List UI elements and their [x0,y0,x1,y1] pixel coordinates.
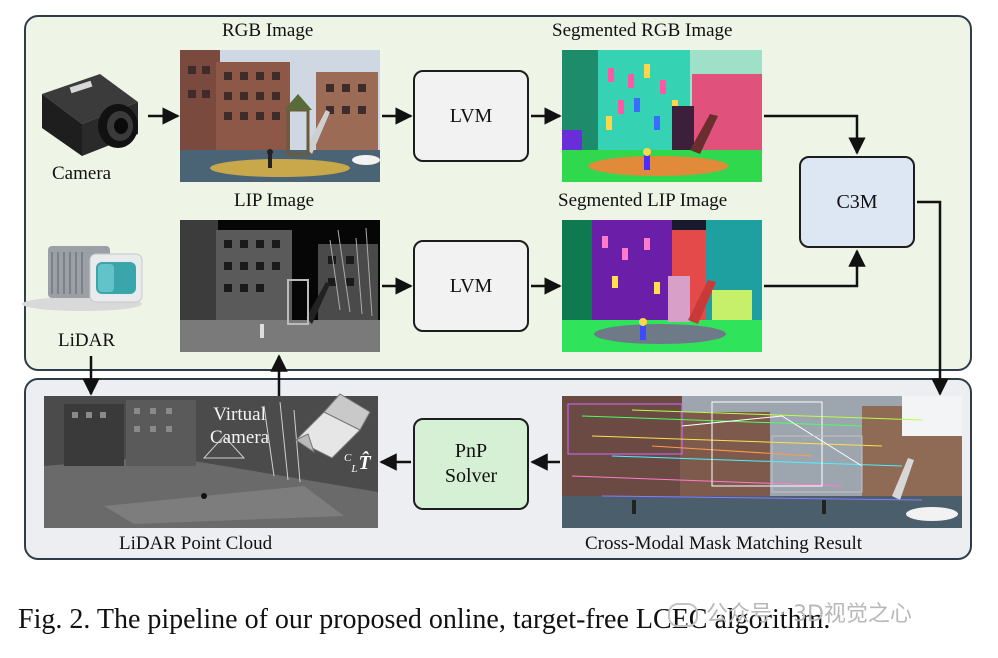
lvm-rgb-label: LVM [449,104,493,127]
cross-modal-result-label: Cross-Modal Mask Matching Result [585,533,863,554]
wechat-icon [668,603,698,627]
camera-label: Camera [52,163,112,184]
pnp-label-line2: Solver [444,465,498,487]
virtual-camera-icon [288,388,372,462]
transform-symbol-text: T̂ [358,452,371,474]
segmented-rgb-image [562,50,762,182]
segmented-rgb-label: Segmented RGB Image [552,20,733,41]
cross-modal-matching-image [562,396,962,528]
lvm-block-rgb: LVM [413,70,529,162]
pnp-label-line1: PnP [454,440,488,462]
lvm-lip-label: LVM [449,274,493,297]
c3m-label: C3M [836,190,878,213]
lidar-sensor-icon [18,240,146,312]
watermark: 公众号 · 3D视觉之心 [668,596,912,628]
watermark-text: 公众号 · 3D视觉之心 [706,602,912,627]
virtual-camera-line2: Camera [210,426,270,448]
transform-symbol: CLT̂ [344,452,371,475]
lidar-point-cloud-label: LiDAR Point Cloud [119,533,273,554]
pnp-solver-block: PnP Solver [413,418,529,510]
lidar-label: LiDAR [58,330,115,351]
segmented-lip-label: Segmented LIP Image [558,190,728,211]
lip-image [180,220,380,352]
camera-icon [40,72,144,158]
segmented-lip-image [562,220,762,352]
lip-image-label: LIP Image [234,190,315,211]
virtual-camera-line1: Virtual [213,404,266,425]
lidar-point-cloud-image [44,396,378,528]
rgb-image [180,50,380,182]
lvm-block-lip: LVM [413,240,529,332]
c3m-block: C3M [799,156,915,248]
virtual-camera-label: Virtual Camera [210,404,269,450]
rgb-image-label: RGB Image [222,20,314,41]
